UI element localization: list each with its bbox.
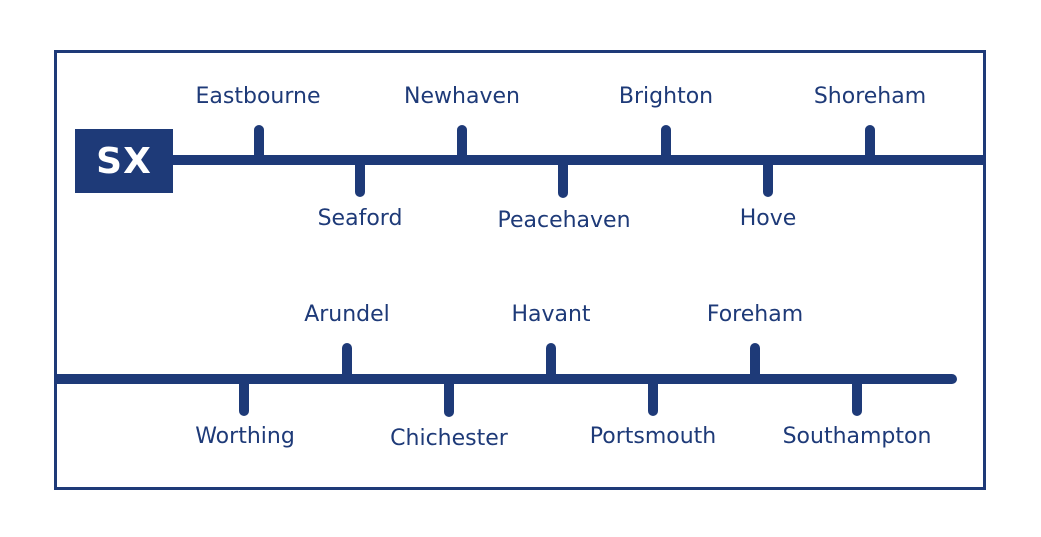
stop-label-peacehaven: Peacehaven — [497, 208, 631, 233]
stop-label-shoreham: Shoreham — [813, 84, 927, 109]
stop-label-southampton: Southampton — [782, 424, 932, 449]
stop-label-foreham: Foreham — [706, 302, 804, 327]
stop-label-arundel: Arundel — [304, 302, 390, 327]
stop-label-hove: Hove — [739, 206, 797, 231]
stop-tick-havant — [546, 343, 556, 379]
stop-label-newhaven: Newhaven — [404, 84, 520, 109]
stop-tick-worthing — [239, 379, 249, 416]
stop-tick-seaford — [355, 160, 365, 197]
stop-tick-brighton — [661, 125, 671, 160]
diagram-frame — [54, 50, 986, 490]
stop-tick-chichester — [444, 379, 454, 417]
stop-tick-portsmouth — [648, 379, 658, 416]
stop-tick-newhaven — [457, 125, 467, 160]
stop-label-seaford: Seaford — [317, 206, 403, 231]
stop-label-portsmouth: Portsmouth — [589, 424, 717, 449]
stop-label-eastbourne: Eastbourne — [195, 84, 321, 109]
stop-tick-arundel — [342, 343, 352, 379]
stop-label-worthing: Worthing — [195, 424, 295, 449]
stop-tick-southampton — [852, 379, 862, 416]
stop-tick-eastbourne — [254, 125, 264, 160]
route-code-badge: SX — [75, 129, 173, 193]
stop-tick-shoreham — [865, 125, 875, 160]
stop-label-chichester: Chichester — [390, 426, 508, 451]
stop-tick-peacehaven — [558, 160, 568, 198]
stop-label-havant: Havant — [511, 302, 591, 327]
stop-tick-foreham — [750, 343, 760, 379]
stop-tick-hove — [763, 160, 773, 197]
bottom-route-line — [55, 374, 957, 384]
top-route-line — [170, 155, 986, 165]
stop-label-brighton: Brighton — [618, 84, 714, 109]
